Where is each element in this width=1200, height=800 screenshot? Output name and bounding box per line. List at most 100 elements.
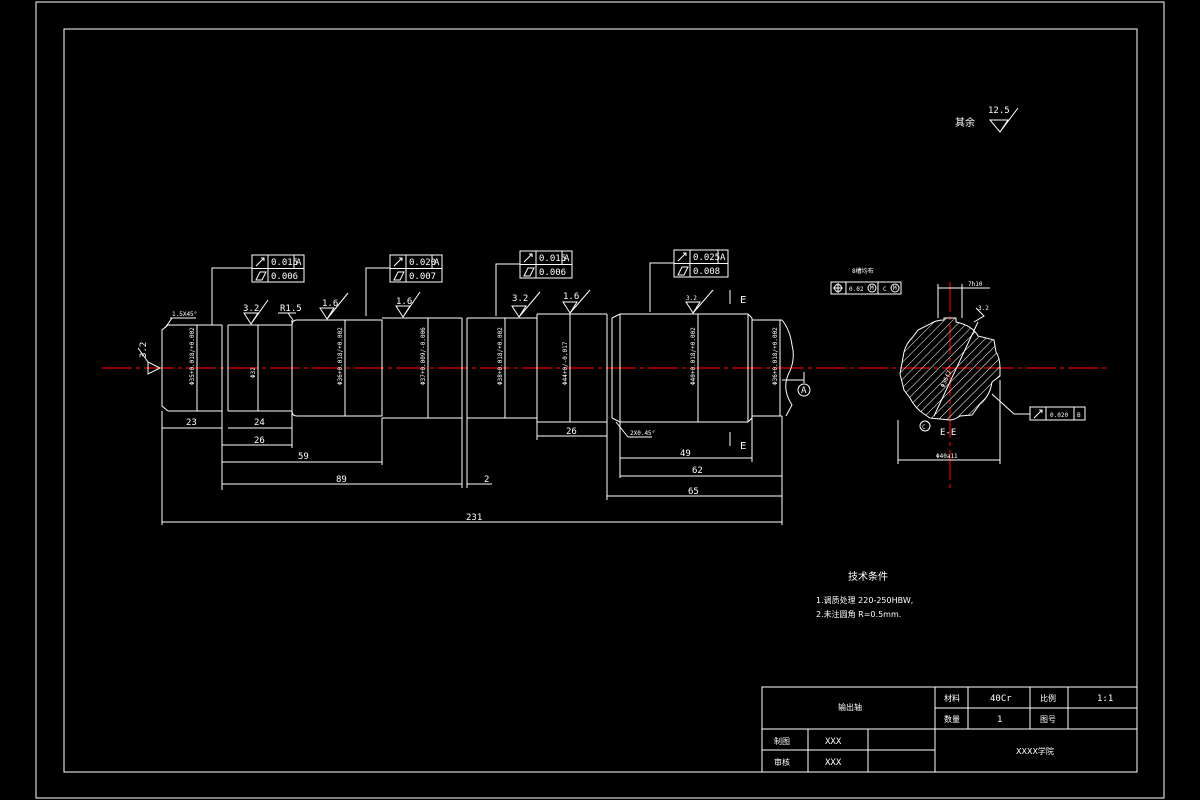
tech-line-2: 2.未注圆角 R=0.5mm.	[816, 609, 901, 619]
svg-text:8槽均布: 8槽均布	[852, 267, 874, 275]
svg-text:0.015: 0.015	[271, 258, 298, 268]
dia-label-8: Φ36+0.018/+0.002	[772, 327, 779, 385]
dia-label-1: Φ35+0.018/+0.002	[189, 327, 196, 385]
surface-note: 其余 12.5	[955, 106, 1019, 133]
chamfer-left-label: 1.5X45°	[172, 311, 197, 318]
svg-text:3.2: 3.2	[978, 305, 989, 312]
section-view: 7h10 8槽均布 0.02 M M C Φ36f7 C E-E Φ40a11 …	[830, 267, 1086, 464]
runout-icon	[523, 253, 533, 263]
dia-label-5: Φ38+0.018/+0.002	[497, 327, 504, 385]
svg-text:89: 89	[336, 475, 347, 485]
roughness-marks: 3.2 3.2 R1.5 1.6 1.6 3.2 1.6 3.2	[137, 289, 714, 375]
svg-text:E: E	[740, 295, 746, 306]
svg-text:0.02: 0.02	[849, 286, 864, 293]
roughness-1-icon	[243, 299, 269, 325]
cylindricity-icon	[677, 266, 689, 276]
roughness-3-icon	[395, 291, 421, 318]
roughness-2-icon	[319, 292, 349, 320]
scale-value: 1:1	[1097, 694, 1113, 704]
dia-label-6: Φ44+0/-0.017	[562, 341, 569, 385]
svg-text:0.020: 0.020	[1050, 412, 1068, 419]
svg-text:0.020: 0.020	[409, 258, 436, 268]
runout-icon	[1033, 409, 1043, 419]
svg-text:A: A	[434, 258, 440, 268]
roughness-5-icon	[562, 289, 591, 314]
roughness-1-value: 3.2	[243, 304, 259, 314]
spline-section	[899, 317, 1001, 421]
svg-text:0.006: 0.006	[271, 272, 298, 282]
length-dims: 23 24 26 59 89 2 26 49 62 65 231	[161, 411, 783, 525]
svg-text:62: 62	[692, 466, 703, 476]
title-block: 输出轴 材料 40Cr 比例 1:1 数量 1 图号 制图 XXX 审核 XXX…	[761, 686, 1138, 773]
roughness-3-value: 1.6	[396, 297, 412, 307]
svg-text:E-E: E-E	[940, 428, 956, 438]
svg-text:0.025: 0.025	[693, 253, 720, 263]
dia-label-4: Φ37+0.009/-0.006	[420, 327, 427, 385]
svg-text:M: M	[870, 285, 874, 292]
svg-text:图号: 图号	[1040, 715, 1056, 724]
dia-label-2: Φ32	[250, 367, 257, 378]
roughness-5-value: 1.6	[563, 292, 579, 302]
section-roughness-icon	[973, 307, 985, 323]
cylindricity-icon	[523, 267, 535, 277]
outer-border	[35, 1, 1165, 799]
material-value: 40Cr	[990, 694, 1012, 704]
tolerance-frame-4: 0.025 A 0.008	[649, 249, 729, 312]
svg-text:65: 65	[688, 487, 699, 497]
svg-text:0.015: 0.015	[539, 254, 566, 264]
runout-frame	[1029, 406, 1086, 421]
svg-text:231: 231	[466, 513, 482, 523]
school-name: XXXX学院	[1016, 746, 1054, 756]
tech-title: 技术条件	[848, 570, 888, 583]
cylindricity-icon	[255, 271, 267, 281]
svg-text:59: 59	[298, 452, 309, 462]
svg-text:26: 26	[254, 436, 265, 446]
datum-a: A	[782, 372, 811, 397]
svg-text:C: C	[883, 286, 887, 293]
inner-border	[63, 28, 1138, 773]
tolerance-frame-1: 0.015 A 0.006	[211, 254, 305, 325]
svg-text:制图: 制图	[774, 736, 790, 746]
qty-value: 1	[997, 715, 1002, 725]
svg-text:23: 23	[186, 418, 197, 428]
roughness-6-icon	[685, 289, 714, 314]
roughness-4-value: 3.2	[512, 294, 528, 304]
svg-text:A: A	[720, 253, 726, 263]
tolerance-frame-3: 0.015 A 0.006	[495, 250, 573, 316]
surface-note-label: 其余	[955, 116, 975, 129]
roughness-6-value: 3.2	[686, 295, 697, 302]
svg-text:数量: 数量	[944, 714, 960, 724]
runout-icon	[255, 257, 265, 267]
svg-text:A: A	[564, 254, 570, 264]
svg-text:49: 49	[680, 449, 691, 459]
shaft-outline	[161, 313, 794, 423]
fillet-label: R1.5	[280, 304, 302, 314]
checked-value: XXX	[825, 758, 842, 768]
roughness-2-value: 1.6	[322, 299, 338, 309]
runout-icon	[393, 257, 403, 267]
position-frame	[830, 281, 902, 295]
svg-text:A: A	[296, 258, 302, 268]
svg-text:0.007: 0.007	[409, 272, 436, 282]
diameter-dims: Φ35+0.018/+0.002 Φ32 Φ36+0.018/+0.002 Φ3…	[189, 314, 781, 422]
part-name: 输出轴	[838, 702, 862, 712]
svg-text:2: 2	[484, 475, 489, 485]
svg-text:A: A	[801, 386, 807, 396]
roughness-symbol-icon	[988, 107, 1019, 133]
svg-text:24: 24	[254, 418, 265, 428]
tolerance-frame-2: 0.020 A 0.007	[365, 254, 443, 316]
chamfer-right-label: 2X0.45°	[630, 430, 655, 437]
drawn-value: XXX	[825, 737, 842, 747]
roughness-left-value: 3.2	[139, 342, 149, 358]
surface-note-value: 12.5	[988, 106, 1010, 116]
dia-label-7: Φ40+0.018/+0.002	[690, 327, 697, 385]
section-marker: E E	[729, 290, 746, 452]
svg-text:B: B	[1077, 412, 1081, 419]
svg-text:7h10: 7h10	[968, 281, 983, 288]
tech-requirements: 技术条件 1.调质处理 220-250HBW, 2.未注圆角 R=0.5mm.	[816, 570, 913, 619]
roughness-4-icon	[511, 291, 541, 318]
svg-text:M: M	[893, 285, 897, 292]
svg-text:C: C	[922, 424, 926, 431]
svg-text:材料: 材料	[944, 693, 960, 703]
